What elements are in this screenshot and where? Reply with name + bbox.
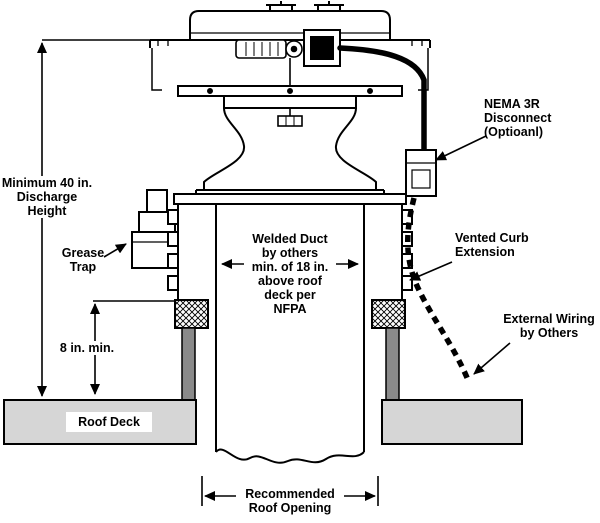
external-wiring-label: External Wiring by Others [503,312,595,340]
grease-trap-label: Grease Trap [61,246,105,274]
vented-curb-label: Vented Curb Extension [455,231,529,259]
roof-opening-label: Recommended Roof Opening [236,487,344,515]
nema-disconnect-label: NEMA 3R Disconnect (Optioanl) [484,97,552,139]
discharge-dimension-arrow [37,39,152,397]
curb-nailer-right [371,299,406,329]
eight-in-min-label: 8 in. min. [52,341,122,355]
motor-support-plate [177,85,403,97]
flexible-conduit [405,197,471,382]
curb-post-right [385,327,400,401]
motor [235,39,303,86]
power-cable [337,45,427,153]
duct [215,204,365,464]
duct-break-line [215,448,365,464]
nema-arrow [435,135,487,161]
junction-box [303,29,341,67]
fan-lid [189,10,391,40]
roof-deck-label: Roof Deck [66,412,152,432]
vented-curb-arrow [409,261,453,281]
external-wiring-arrow [473,342,511,375]
lid-vent-icon [266,1,344,11]
roof-deck-right [381,399,523,445]
min-discharge-label: Minimum 40 in. Discharge Height [0,176,94,218]
curb-post-left [181,327,196,401]
nema-disconnect-box [405,149,437,197]
curb-nailer-left [174,299,209,329]
venturi [195,95,385,194]
welded-duct-label: Welded Duct by others min. of 18 in. abo… [251,232,329,316]
pointer-arrows [103,135,511,375]
windband [149,39,431,91]
grease-trap-arrow [103,243,127,258]
